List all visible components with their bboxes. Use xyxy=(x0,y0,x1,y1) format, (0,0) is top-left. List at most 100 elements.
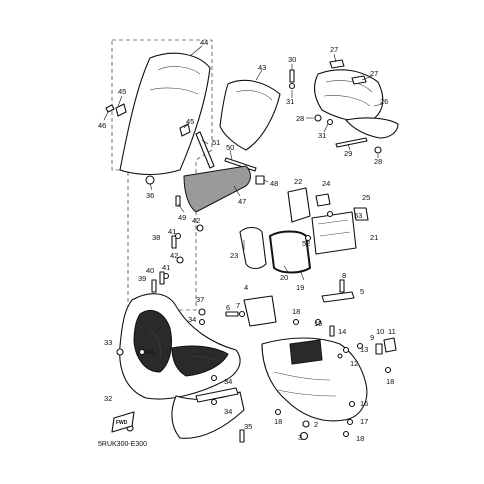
callout-17: 17 xyxy=(360,417,368,426)
stay-50 xyxy=(224,157,257,172)
bolt-30 xyxy=(289,69,295,83)
callout-43: 43 xyxy=(258,63,266,72)
callout-41: 41 xyxy=(162,263,170,272)
bolt-8 xyxy=(339,279,345,293)
grommet-36 xyxy=(145,175,155,185)
panel-22 xyxy=(287,187,311,223)
callout-27: 27 xyxy=(330,45,338,54)
lower-opening xyxy=(171,345,229,377)
callout-7: 7 xyxy=(236,301,240,310)
bracket-4 xyxy=(243,295,277,327)
screw-53 xyxy=(326,210,334,218)
screw-39 xyxy=(151,279,157,293)
callout-26: 26 xyxy=(380,97,388,106)
callout-3: 3 xyxy=(298,433,302,442)
callout-21: 21 xyxy=(370,233,378,242)
screw-34a xyxy=(198,318,206,326)
nut-2 xyxy=(302,420,310,428)
screw-17 xyxy=(346,418,354,426)
windshield xyxy=(119,52,211,176)
screw-40 xyxy=(159,271,165,285)
screw-28b xyxy=(374,146,382,154)
seal-23 xyxy=(239,226,267,270)
callout-28: 28 xyxy=(296,114,304,123)
bracket-5 xyxy=(321,291,355,303)
screw-34d xyxy=(210,398,218,406)
callout-13: 13 xyxy=(360,345,368,354)
screw-34b xyxy=(138,348,146,356)
nut-33a xyxy=(116,348,124,356)
callout-19: 19 xyxy=(296,283,304,292)
headlight-opening xyxy=(133,310,173,373)
callout-50: 50 xyxy=(226,143,234,152)
screw-35 xyxy=(239,429,245,443)
windshield-bracket-right xyxy=(179,123,191,137)
callout-48: 48 xyxy=(270,179,278,188)
lid-21 xyxy=(311,211,357,255)
callout-11: 11 xyxy=(388,327,396,336)
screw-16 xyxy=(348,400,356,408)
callout-34: 34 xyxy=(224,377,232,386)
callout-31: 31 xyxy=(286,97,294,106)
callout-42: 42 xyxy=(170,251,178,260)
screw-38 xyxy=(171,235,177,249)
callout-34: 34 xyxy=(224,407,232,416)
trim-strip xyxy=(195,387,239,403)
callout-33: 33 xyxy=(104,338,112,347)
washer-12 xyxy=(337,353,343,359)
callout-45: 45 xyxy=(186,117,194,126)
screw-18b xyxy=(384,366,392,374)
callout-45: 45 xyxy=(118,87,126,96)
callout-37: 37 xyxy=(196,295,204,304)
meter-visor xyxy=(219,79,281,151)
nut-42b xyxy=(176,256,184,264)
callout-51: 51 xyxy=(212,138,220,147)
callout-30: 30 xyxy=(288,55,296,64)
screw-14 xyxy=(329,325,335,337)
diagram-code: 5RUK300-E300 xyxy=(98,441,147,448)
callout-38: 38 xyxy=(152,233,160,242)
callout-35: 35 xyxy=(244,422,252,431)
callout-52: 52 xyxy=(302,239,310,248)
callout-31: 31 xyxy=(318,131,326,140)
washer-7 xyxy=(238,310,246,318)
callout-34: 34 xyxy=(188,315,196,324)
bolt-6 xyxy=(225,311,239,317)
callout-14: 14 xyxy=(338,327,346,336)
clip-27a xyxy=(329,59,345,69)
screw-28a xyxy=(314,114,322,122)
screw-49 xyxy=(175,195,181,207)
callout-22: 22 xyxy=(294,177,302,186)
windshield-group-outline xyxy=(111,39,213,311)
stay-29 xyxy=(335,137,368,148)
callout-6: 6 xyxy=(226,303,230,312)
washer-41a xyxy=(174,232,182,240)
callout-47: 47 xyxy=(238,197,246,206)
bracket-11 xyxy=(383,337,397,353)
callout-18: 18 xyxy=(386,377,394,386)
callout-9: 9 xyxy=(370,333,374,342)
screw-18c xyxy=(274,408,282,416)
washer-3 xyxy=(299,431,309,441)
callout-8: 8 xyxy=(342,271,346,280)
clip-27b xyxy=(351,75,367,85)
inner-panel-47 xyxy=(183,165,251,213)
callout-18: 18 xyxy=(274,417,282,426)
callout-53: 53 xyxy=(354,211,362,220)
callout-24: 24 xyxy=(322,179,330,188)
screw-18d xyxy=(342,430,350,438)
callout-29: 29 xyxy=(344,149,352,158)
screw-18a xyxy=(292,318,300,326)
callout-41: 41 xyxy=(168,227,176,236)
windshield-bolt-left xyxy=(105,104,115,113)
grommet-37 xyxy=(198,308,206,316)
callout-25: 25 xyxy=(362,193,370,202)
callout-18: 18 xyxy=(356,434,364,443)
callout-44: 44 xyxy=(200,38,208,47)
nut-9 xyxy=(356,342,364,350)
bracket-25 xyxy=(353,207,369,221)
callout-28: 28 xyxy=(374,157,382,166)
callout-10: 10 xyxy=(376,327,384,336)
washer-31b xyxy=(326,118,334,126)
